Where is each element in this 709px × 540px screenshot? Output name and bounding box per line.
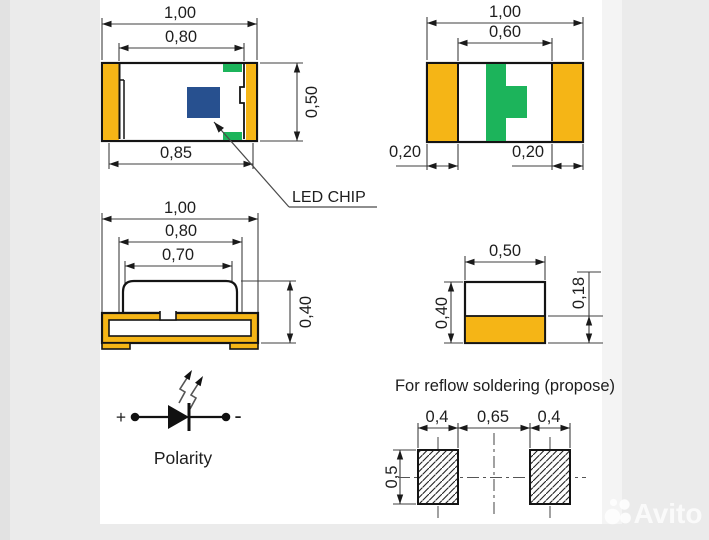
dim-left-pad-width: 0,4	[426, 408, 449, 426]
top-view-green-mark-bottom	[223, 132, 242, 140]
diode-triangle	[168, 405, 189, 429]
polarity-plus-sign: +	[116, 407, 126, 427]
dim-end-view-terminal-height: 0,18	[570, 277, 588, 309]
side-view: 1,00 0,80 0,70 0,40	[100, 199, 315, 350]
dim-top-view-inner-width: 0,80	[165, 28, 197, 46]
top-view-green-mark-top	[223, 64, 242, 72]
front-view: 1,00 0,60 0,20 0,20	[389, 3, 585, 170]
top-view-body	[100, 61, 259, 143]
end-view: 0,50 0,40 0,18	[433, 242, 603, 345]
sheet-right-shade	[602, 0, 622, 524]
side-view-right-foot	[229, 342, 259, 350]
dim-end-view-height: 0,40	[433, 297, 451, 329]
dim-front-view-right-terminal: 0,20	[512, 143, 544, 161]
dim-side-view-electrode-width: 0,80	[165, 222, 197, 240]
dim-side-view-height: 0,40	[297, 296, 315, 328]
dim-side-view-overall-width: 1,00	[164, 199, 196, 217]
front-view-left-electrode	[428, 64, 457, 141]
top-view-right-electrode	[246, 64, 256, 140]
dim-side-view-dome-width: 0,70	[162, 246, 194, 264]
cathode-terminal-dot	[221, 412, 231, 422]
side-view-notch	[159, 311, 177, 321]
dim-pad-height: 0,5	[383, 466, 401, 489]
watermark-brand-text: Avito	[634, 498, 703, 529]
polarity-minus-sign: -	[234, 403, 241, 428]
side-view-substrate	[108, 319, 252, 337]
solder-pad-right	[529, 449, 571, 505]
reflow-pad-layout: For reflow soldering (propose) 0,4 0,65 …	[383, 377, 615, 518]
front-view-green-polarity-mark	[486, 64, 527, 141]
solder-pad-left	[417, 449, 459, 505]
top-view: 1,00 0,80 0,50 0,85	[100, 4, 377, 208]
dim-front-view-left-terminal: 0,20	[389, 143, 421, 161]
led-chip-die	[187, 87, 220, 118]
polarity-label: Polarity	[154, 448, 213, 468]
dim-top-view-overall-width: 1,00	[164, 4, 196, 22]
dim-front-view-overall-width: 1,00	[489, 3, 521, 21]
polarity-symbol: + - Polarity	[116, 369, 242, 468]
dim-top-view-height: 0,50	[303, 86, 321, 118]
avito-watermark: Avito	[604, 498, 703, 529]
dim-right-pad-width: 0,4	[538, 408, 561, 426]
avito-logo-icon	[604, 498, 631, 525]
side-view-left-foot	[101, 342, 131, 350]
led-chip-label: LED CHIP	[292, 189, 366, 206]
dim-front-view-inner-width: 0,60	[489, 23, 521, 41]
dim-end-view-width: 0,50	[489, 242, 521, 260]
end-view-terminal-band	[464, 315, 546, 344]
top-view-left-electrode	[103, 64, 119, 140]
led-chip-callout: LED CHIP	[213, 121, 377, 208]
dim-top-view-electrode-span: 0,85	[160, 144, 192, 162]
side-view-dome	[121, 279, 239, 315]
reflow-title: For reflow soldering (propose)	[395, 377, 615, 395]
leader-arrowhead	[214, 122, 224, 133]
left-edge-shade	[0, 0, 10, 540]
dim-pad-gap: 0,65	[477, 408, 509, 426]
front-view-right-electrode	[553, 64, 582, 141]
